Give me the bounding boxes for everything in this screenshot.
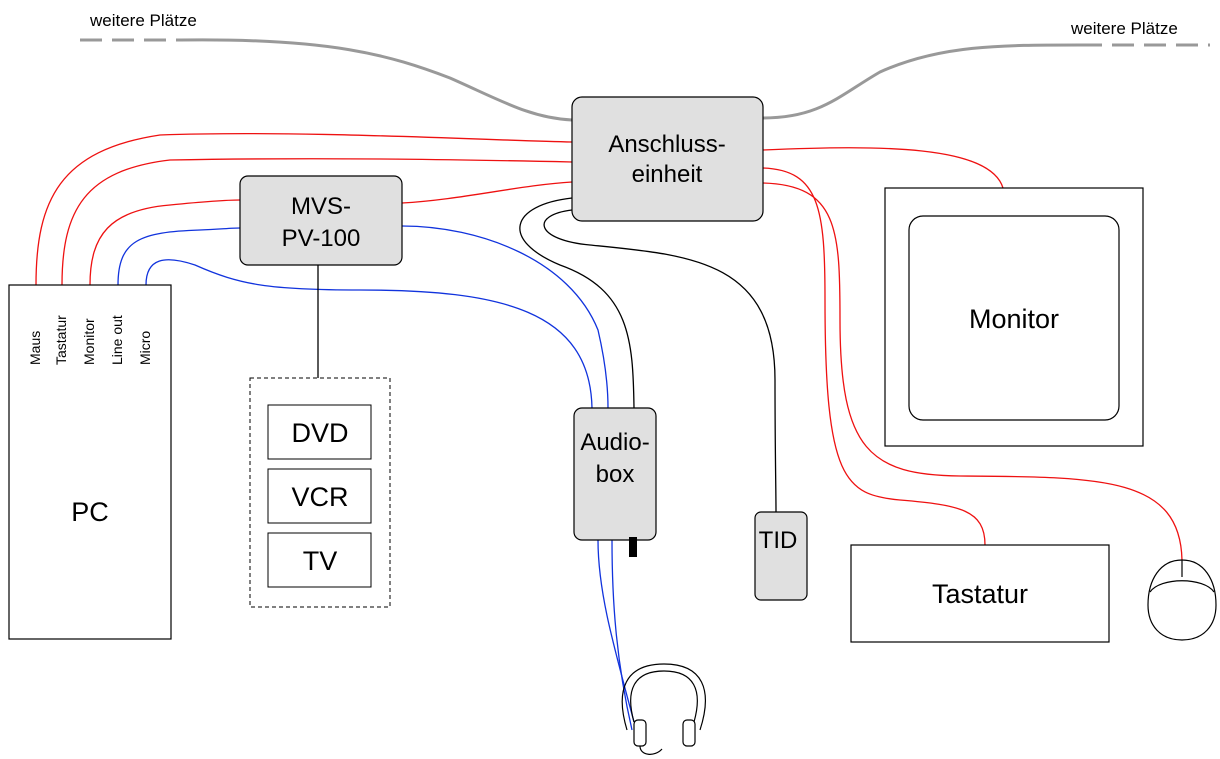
- monitor-label: Monitor: [969, 304, 1059, 334]
- tid-box: [754, 511, 808, 601]
- pc: PC Maus Tastatur Monitor Line out Micro: [8, 284, 172, 640]
- pc-port-tastatur: Tastatur: [53, 315, 69, 365]
- pc-port-maus: Maus: [27, 331, 43, 365]
- keyboard-label: Tastatur: [932, 579, 1028, 609]
- monitor-screen: [908, 215, 1120, 421]
- cable-headphones-left: [597, 539, 635, 723]
- cable-monitor-pc: [89, 199, 241, 286]
- tid-label: TID: [759, 527, 798, 554]
- headphones-left-ear: [633, 719, 647, 747]
- video-devices-frame: [249, 377, 391, 608]
- audiobox-label-line1: Audio-: [580, 429, 649, 456]
- further-seats-right-label: weitere Plätze: [1070, 19, 1178, 38]
- cable-connection-unit-tid: [543, 209, 777, 513]
- keyboard-box: [850, 544, 1110, 643]
- pc-port-micro: Micro: [137, 331, 153, 365]
- headphones-right-ear: [682, 719, 696, 747]
- mouse-body: [1147, 559, 1217, 641]
- audiobox-plug: [629, 537, 637, 557]
- connection-unit: Anschluss- einheit: [571, 96, 764, 222]
- audiobox: Audio- box: [573, 407, 657, 557]
- blue-cables: [117, 225, 635, 731]
- tv-box: [267, 532, 372, 588]
- network-cables: [80, 38, 1210, 122]
- cable-keyboard-pc: [61, 158, 573, 286]
- black-cables: [317, 197, 777, 513]
- audiobox-label-line2: box: [596, 461, 635, 488]
- cable-connection-unit-monitor: [762, 147, 1004, 189]
- headphones-band-inner: [630, 670, 698, 723]
- red-cables: [35, 132, 1183, 561]
- pc-port-monitor: Monitor: [81, 318, 97, 365]
- headphones-icon: [621, 663, 706, 755]
- mouse-button-line: [1149, 580, 1215, 593]
- cable-connection-unit-audiobox: [519, 197, 635, 409]
- tid: TID: [754, 511, 808, 601]
- cable-connection-unit-mouse: [762, 182, 1183, 561]
- connection-unit-label-line2: einheit: [632, 161, 703, 188]
- connection-unit-label-line1: Anschluss-: [608, 131, 725, 158]
- dvd-label: DVD: [291, 418, 348, 448]
- cable-headphones-right: [611, 539, 633, 731]
- network-cable-left: [179, 38, 573, 122]
- pc-box: [8, 284, 172, 640]
- cable-mvs-audiobox: [401, 225, 609, 409]
- mouse-icon: [1147, 559, 1217, 641]
- connection-unit-box: [571, 96, 764, 222]
- keyboard: Tastatur: [850, 544, 1110, 643]
- pc-port-line-out: Line out: [109, 315, 125, 365]
- mvs-label-line1: MVS-: [291, 193, 351, 220]
- video-devices-group: DVD VCR TV: [249, 377, 391, 608]
- cable-connection-unit-keyboard: [762, 167, 986, 546]
- network-cable-right: [762, 43, 1081, 120]
- cable-line-out-pc: [117, 227, 241, 286]
- tv-label: TV: [303, 546, 338, 576]
- vcr-box: [267, 468, 372, 524]
- mvs-label-line2: PV-100: [282, 225, 361, 252]
- cable-mouse-pc: [35, 132, 573, 286]
- headphones-band-outer: [621, 663, 706, 731]
- mvs-pv-100-box: [239, 175, 403, 266]
- audiobox-box: [573, 407, 657, 541]
- monitor: Monitor: [884, 187, 1144, 447]
- further-seats-left-label: weitere Plätze: [89, 11, 197, 30]
- mvs-pv-100: MVS- PV-100: [239, 175, 403, 266]
- cable-mvs-connection-unit: [401, 181, 573, 204]
- pc-label: PC: [71, 497, 109, 527]
- cable-micro-pc: [145, 259, 593, 409]
- dvd-box: [267, 404, 372, 460]
- headphones-cable-tail: [639, 745, 663, 755]
- vcr-label: VCR: [291, 482, 348, 512]
